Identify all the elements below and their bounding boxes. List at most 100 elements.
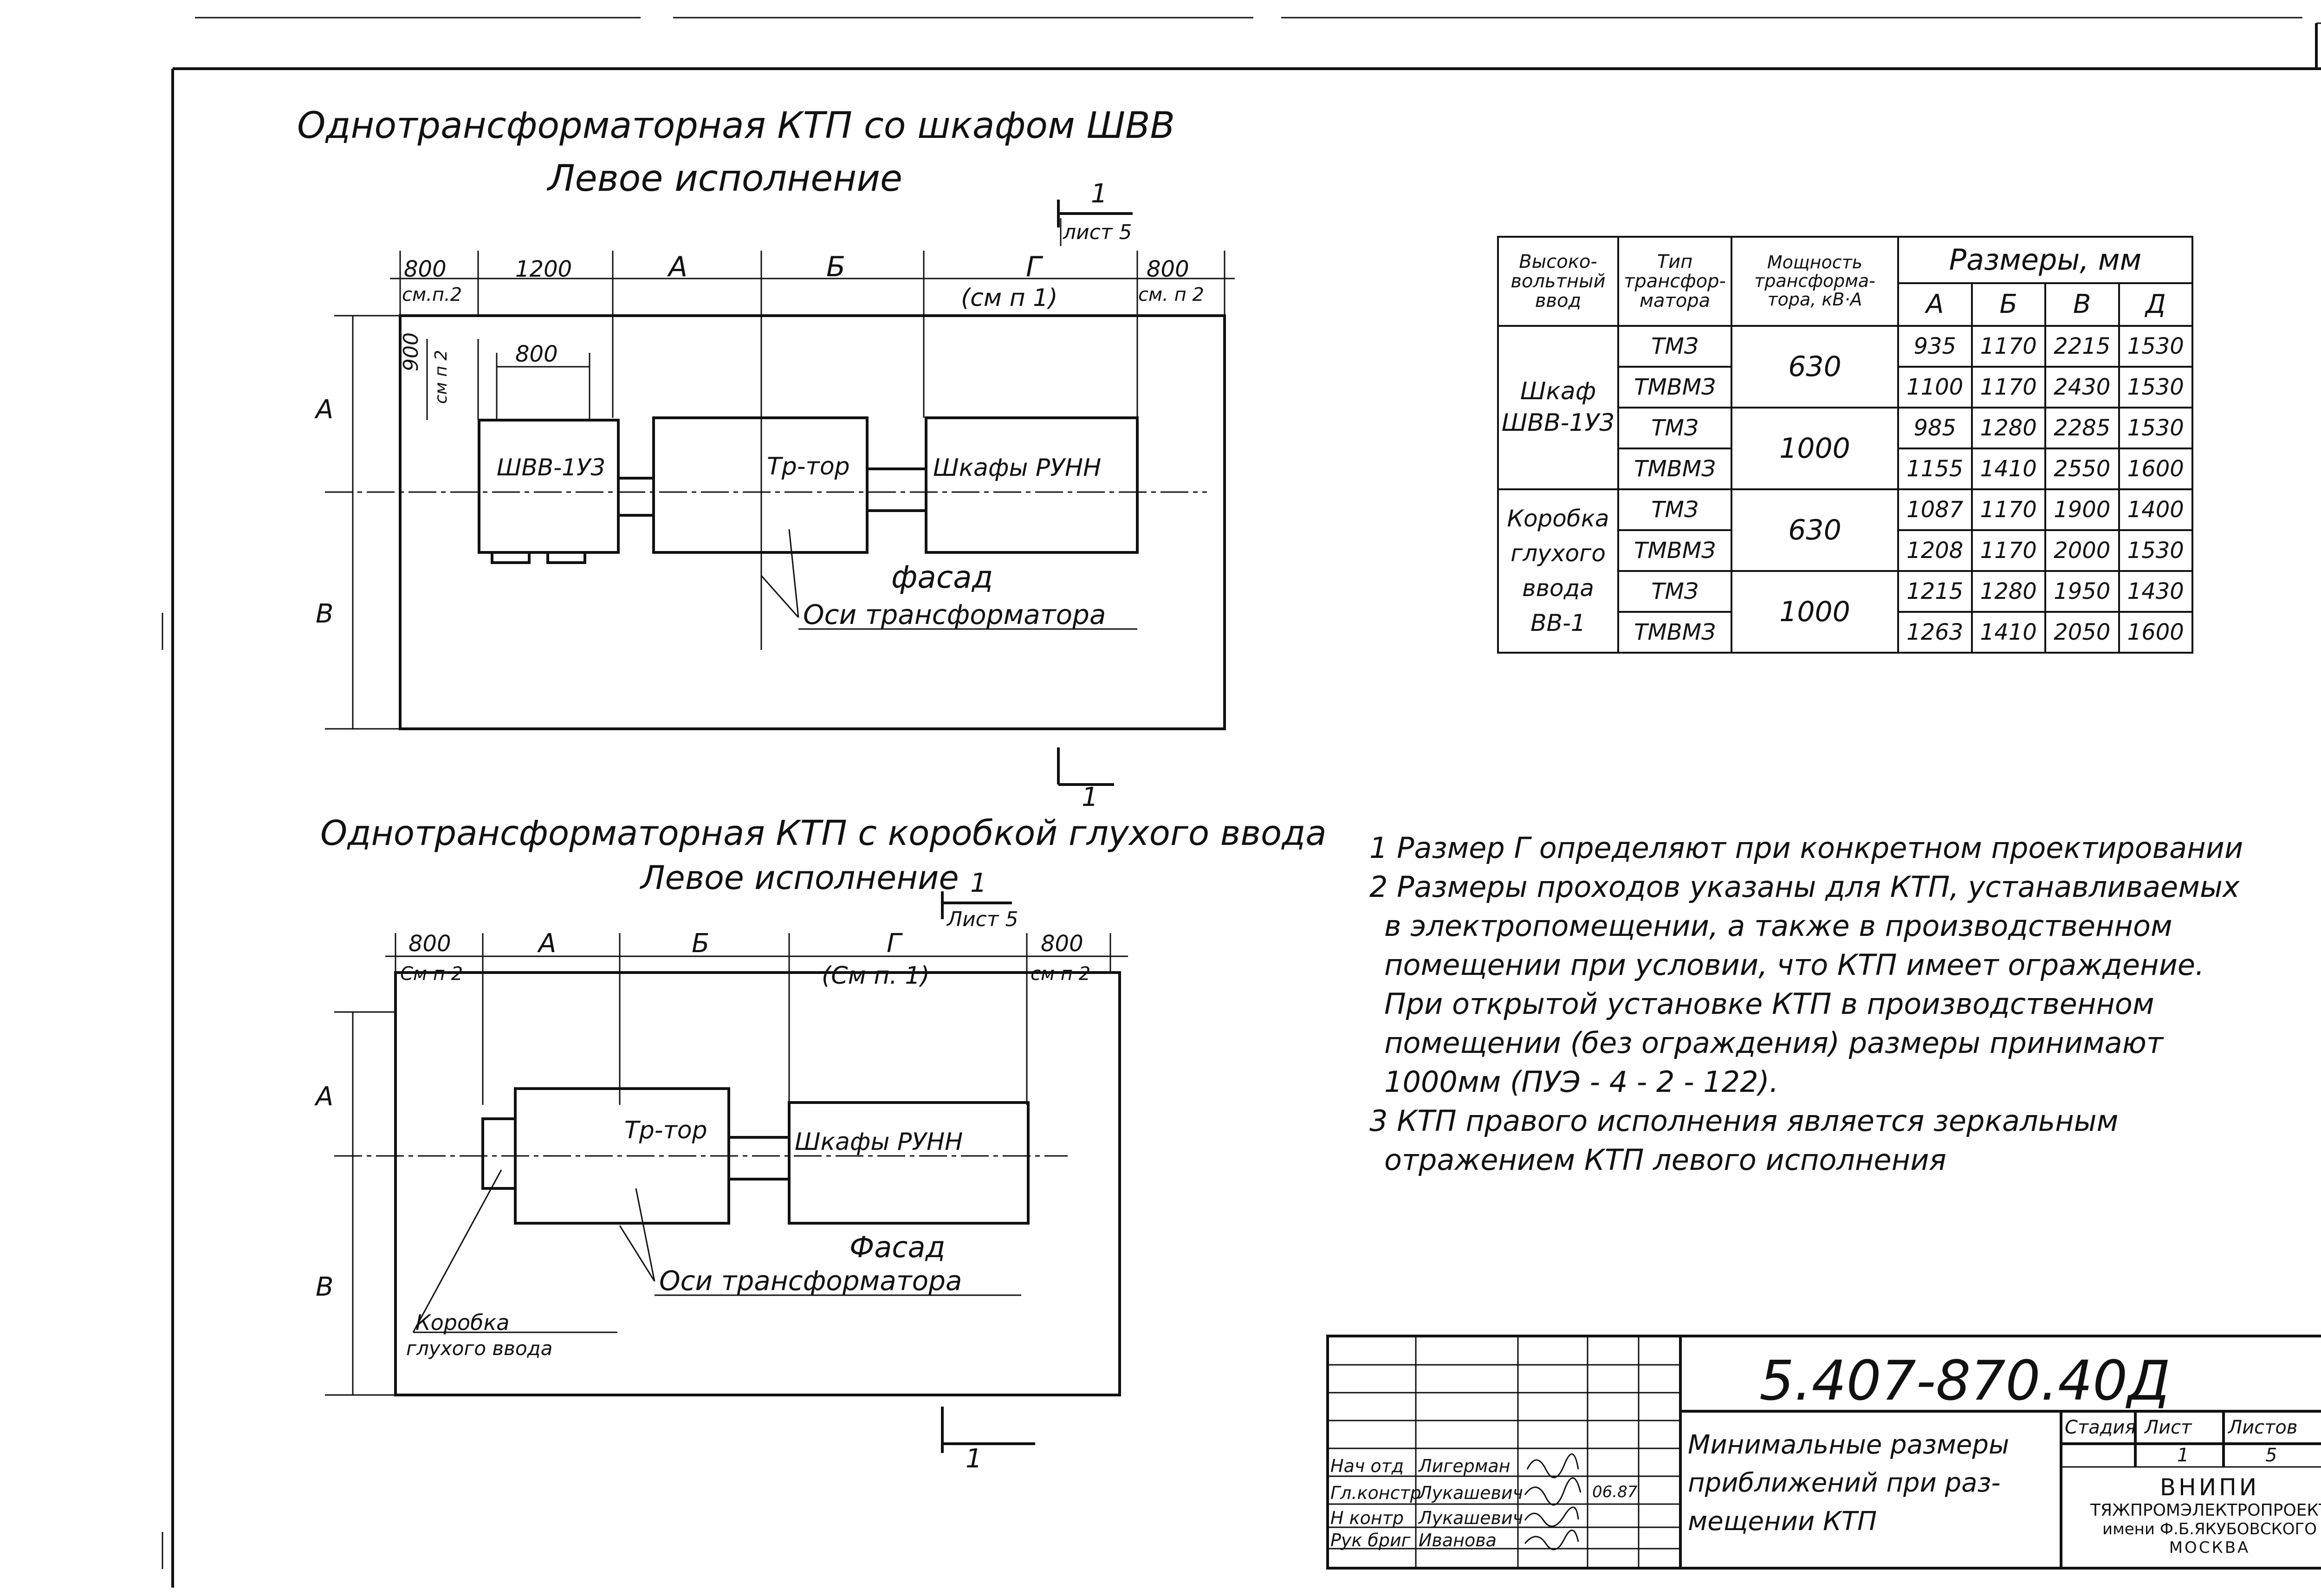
cell-dim: 1600 (2118, 448, 2193, 490)
header-size-a: А (1897, 282, 1973, 327)
table-row: Коробка глухого ввода ВВ-1 ТМЗ 630 1087 … (1497, 488, 2193, 654)
cell-type: ТМВМЗ (1617, 448, 1732, 490)
header-size-v: В (2044, 282, 2120, 327)
cell-dim: 985 (1897, 407, 1973, 449)
diagram2-box-label-2: глухого ввода (406, 1337, 553, 1360)
header-size-b: Б (1971, 282, 2046, 327)
diagram1-section-sheet: лист 5 (1063, 221, 1132, 244)
stamp-doc-title-1: Минимальные размеры (1688, 1430, 2010, 1460)
stamp-name: Лукашевич (1419, 1508, 1523, 1528)
diagram1-box-transformer: Тр-тор (767, 453, 850, 480)
cell-power: 1000 (1731, 407, 1899, 490)
note-line: отражением КТП левого исполнения (1384, 1143, 1946, 1177)
stamp-sheets-value: 5 (2265, 1445, 2277, 1466)
stamp-organization: ВНИПИ ТЯЖПРОМЭЛЕКТРОПРОЕКТ имени Ф.Б.ЯКУ… (2066, 1474, 2321, 1557)
dimensions-table: Высоко-вольтный ввод Тип трансфор-матора… (1497, 236, 2193, 654)
cell-dim: 1950 (2044, 570, 2120, 613)
stamp-stage-label: Стадия (2065, 1417, 2136, 1438)
cell-type: ТМВМЗ (1617, 366, 1732, 409)
diagram2-section-mark: 1 (970, 868, 987, 898)
diagram2-bottom-mark: 1 (966, 1444, 982, 1474)
diagram1-box-shkafy: Шкафы РУНН (933, 454, 1102, 482)
cell-dim: 1087 (1897, 488, 1973, 531)
diagram2-subtitle: Левое исполнение (641, 859, 959, 897)
stamp-doc-title-3: мещении КТП (1688, 1506, 1877, 1537)
header-size-d: Д (2118, 282, 2193, 327)
signature (1524, 1529, 1579, 1551)
diagram1-inner-dim: 800 (515, 341, 558, 367)
cell-dim: 2215 (2044, 325, 2120, 368)
stamp-sheet-value: 1 (2177, 1445, 2189, 1466)
cell-dim: 2285 (2044, 407, 2120, 449)
note-line: помещении (без ограждения) размеры прини… (1384, 1026, 2164, 1060)
signature (1524, 1477, 1582, 1506)
cell-dim: 1400 (2118, 488, 2193, 531)
cell-dim: 1170 (1971, 529, 2046, 572)
diagram2-dim-800-right: 800 (1041, 931, 1083, 957)
diagram2-dim-g: Г (887, 928, 901, 959)
diagram1-side-b: В (316, 599, 334, 629)
cell-dim: 1530 (2118, 407, 2193, 449)
stamp-name: Иванова (1419, 1530, 1497, 1551)
header-sizes: Размеры, мм (1897, 236, 2193, 284)
diagram1-axes-label: Оси трансформатора (803, 599, 1106, 630)
cell-dim: 935 (1897, 325, 1973, 368)
cell-dim: 1530 (2118, 529, 2193, 572)
stamp-role: Н контр (1330, 1508, 1404, 1528)
stamp-role: Гл.констр (1330, 1483, 1421, 1503)
cell-input: Коробка глухого ввода ВВ-1 (1497, 488, 1619, 654)
table-row: ТМВМЗ 1263 1410 2050 1600 (1498, 611, 2193, 654)
cell-dim: 2050 (2044, 611, 2120, 654)
table-row: ТМЗ 1000 1215 1280 1950 1430 (1498, 570, 2193, 654)
cell-dim: 1263 (1897, 611, 1973, 654)
cell-dim: 1155 (1897, 448, 1973, 490)
cell-type: ТМЗ (1617, 325, 1732, 368)
cell-dim: 2550 (2044, 448, 2120, 490)
note-line: 3 КТП правого исполнения является зеркал… (1369, 1104, 2119, 1138)
note-line: 1 Размер Г определяют при конкретном про… (1369, 831, 2243, 865)
diagram2-ref-left: См п 2 (400, 963, 463, 985)
cell-power: 630 (1731, 488, 1899, 572)
stamp-role: Нач отд (1330, 1456, 1404, 1476)
diagram1-subtitle: Левое исполнение (548, 158, 902, 200)
stamp-org-3: имени Ф.Б.ЯКУБОВСКОГО (2102, 1520, 2317, 1538)
diagram1-dim-g: Г (1026, 251, 1042, 283)
diagram1-ref-g: (см п 1) (961, 284, 1058, 312)
stamp-doc-title-2: приближений при раз- (1688, 1468, 2001, 1498)
diagram2-dim-b: Б (692, 928, 710, 959)
diagram1-dim-800-right: 800 (1147, 256, 1189, 282)
diagram1-dim-a: А (668, 251, 688, 283)
note-line: 2 Размеры проходов указаны для КТП, уста… (1369, 870, 2240, 904)
note-line: в электропомещении, а также в производст… (1384, 909, 2172, 943)
table-row: ТМВМЗ 1155 1410 2550 1600 (1498, 448, 2193, 490)
stamp-name: Лукашевич (1419, 1483, 1523, 1503)
cell-type: ТМЗ (1617, 407, 1732, 449)
signature (1524, 1506, 1579, 1527)
table-row: Шкаф ШВВ-1У3 ТМЗ 630 935 1170 2215 1530 (1497, 325, 2193, 490)
table-row: ТМЗ 1000 985 1280 2285 1530 (1498, 407, 2193, 490)
diagram1-dim-b: Б (826, 251, 846, 283)
diagram2-ref-right: см п 2 (1031, 963, 1091, 985)
header-input: Высоко-вольтный ввод (1497, 236, 1619, 327)
stamp-org-2: ТЯЖПРОМЭЛЕКТРОПРОЕКТ (2090, 1501, 2321, 1520)
diagram1-section-mark: 1 (1091, 179, 1108, 209)
cell-dim: 1280 (1971, 570, 2046, 613)
diagram1-bottom-mark: 1 (1082, 782, 1098, 812)
stamp-sheets-label: Листов (2228, 1417, 2298, 1438)
cell-type: ТМЗ (1617, 488, 1732, 531)
stamp-role: Рук бриг (1330, 1530, 1411, 1551)
cell-type: ТМВМЗ (1617, 611, 1732, 654)
stamp-doc-code: 5.407-870.40Д (1759, 1349, 2171, 1413)
table-row: ТМВМЗ 1208 1170 2000 1530 (1498, 529, 2193, 572)
diagram1-ref-left: см.п.2 (402, 284, 462, 305)
cell-dim: 2000 (2044, 529, 2120, 572)
cell-dim: 1170 (1971, 488, 2046, 531)
diagram2-section-sheet: Лист 5 (947, 908, 1018, 931)
cell-dim: 1280 (1971, 407, 2046, 449)
diagram2-dim-a: А (538, 928, 557, 959)
stamp-org-4: МОСКВА (2169, 1538, 2250, 1557)
